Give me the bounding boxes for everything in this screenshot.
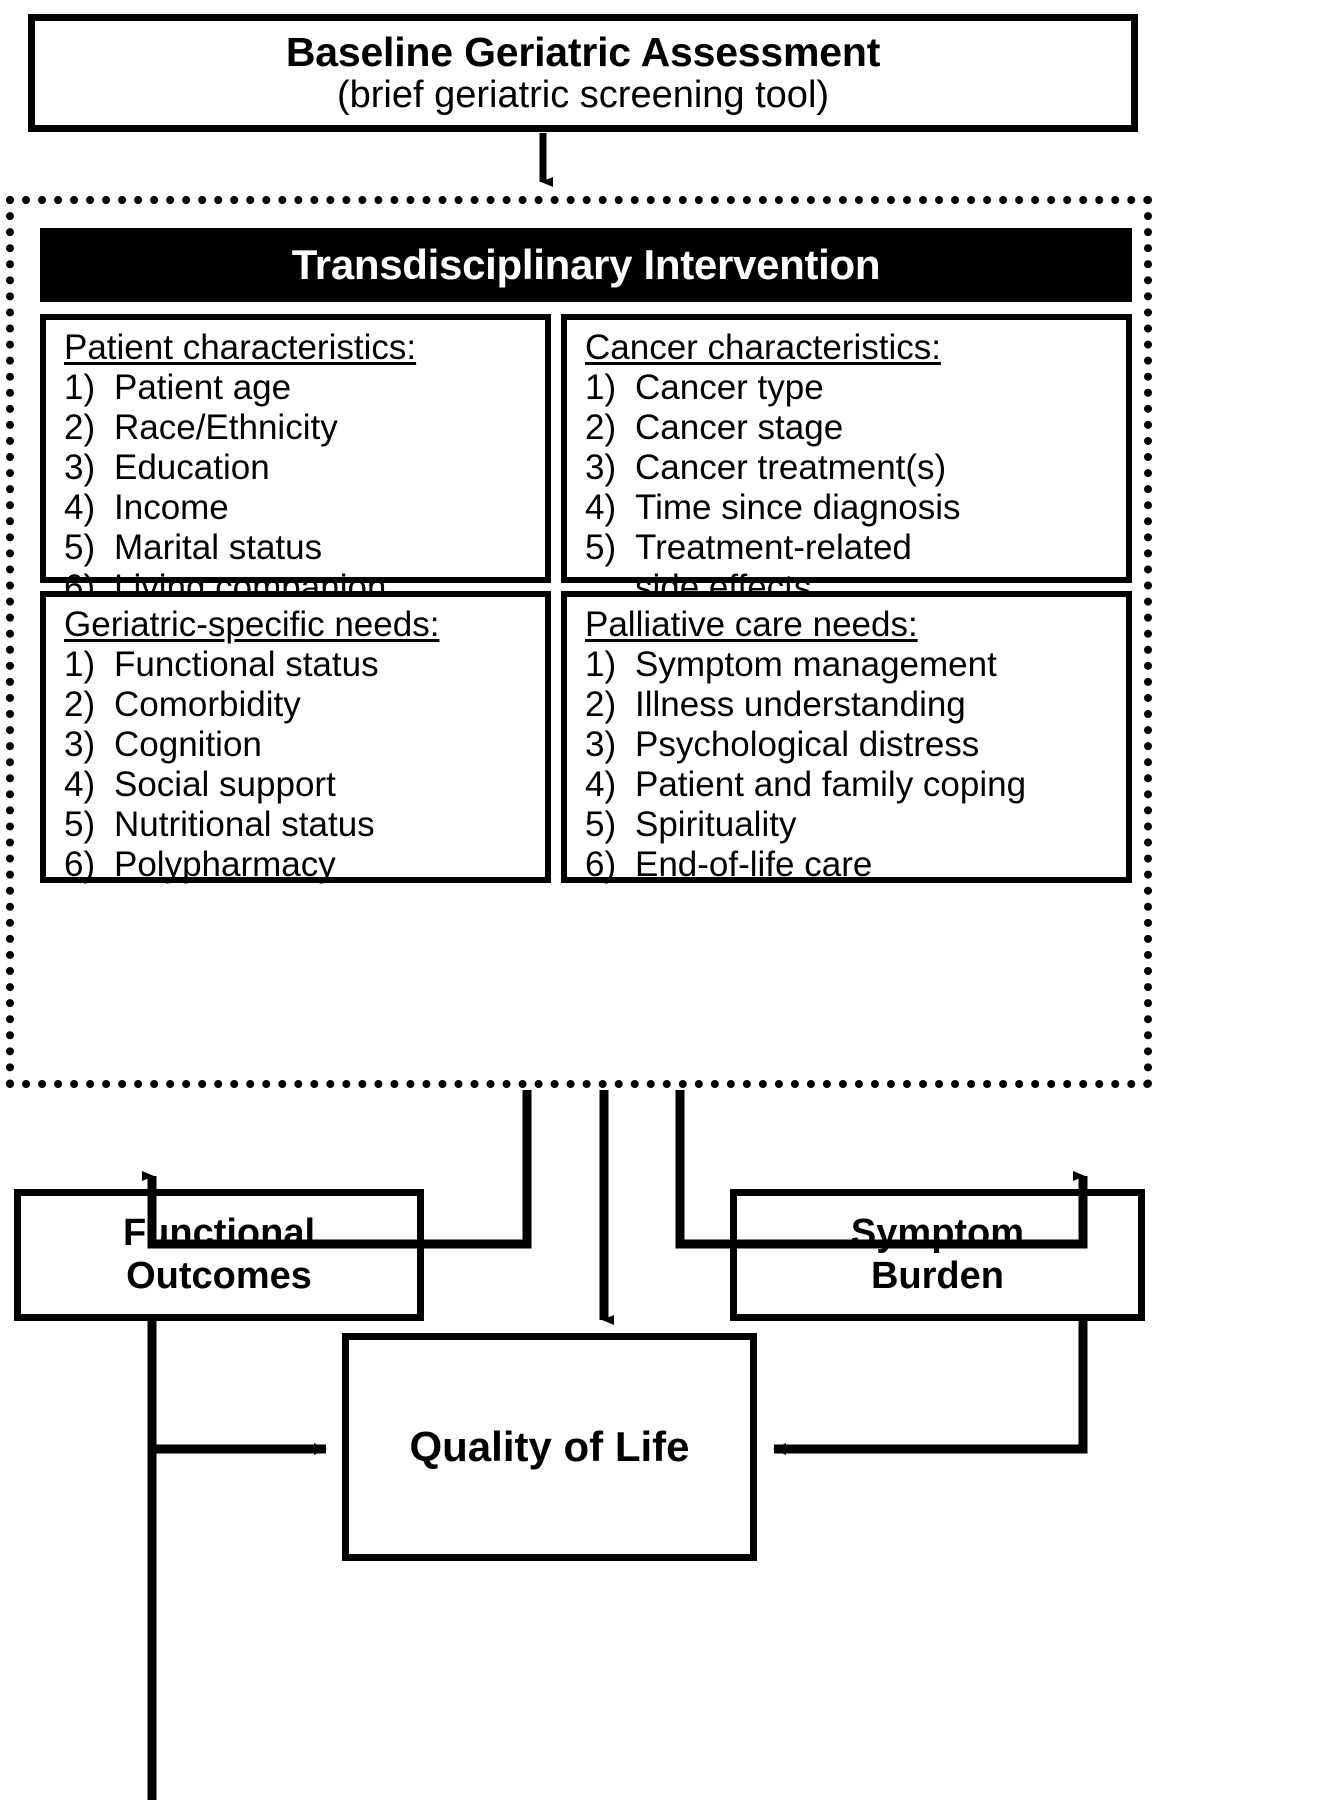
item-text: Time since diagnosis: [635, 487, 961, 527]
item-number: 5): [64, 527, 96, 567]
item-number: 4): [64, 764, 96, 804]
item-text: Patient and family coping: [635, 764, 1027, 804]
item-number: 3): [64, 724, 96, 764]
symptom-burden-line1: Symptom: [850, 1211, 1025, 1254]
item-number: 2): [585, 408, 617, 448]
item-number: 5): [585, 527, 617, 567]
item-number: 2): [585, 685, 617, 725]
arrow-functional-outcomes-to-quality-of-life: [147, 1321, 327, 1800]
item-text: Education: [114, 447, 270, 487]
panel-title-geriatric-specific-needs: Geriatric-specific needs:: [64, 605, 440, 644]
item-number: 1): [585, 368, 617, 408]
item-number: 6): [585, 844, 617, 884]
list-item: 1) Cancer type: [585, 368, 1126, 408]
item-number: 3): [64, 447, 96, 487]
list-item: 6) End-of-life care: [585, 845, 1126, 885]
list-item: 4) Income: [64, 488, 545, 528]
item-text: Symptom management: [635, 645, 997, 685]
list-item: 5) Marital status: [64, 528, 545, 568]
item-text: Social support: [114, 764, 336, 804]
list-item: 2) Comorbidity: [64, 685, 545, 725]
functional-outcomes-label: Functional Outcomes: [123, 1212, 315, 1299]
panel-title-cancer-characteristics: Cancer characteristics:: [585, 328, 941, 367]
list-item: 3) Education: [64, 448, 545, 488]
item-text: Functional status: [114, 645, 379, 685]
list-item: 3) Psychological distress: [585, 725, 1126, 765]
list-cancer-characteristics: 1) Cancer type 2) Cancer stage 3) Cancer…: [585, 368, 1126, 607]
item-number: 1): [585, 645, 617, 685]
panel-title-palliative-care-needs: Palliative care needs:: [585, 605, 918, 644]
item-text: Spirituality: [635, 804, 797, 844]
baseline-assessment-title: Baseline Geriatric Assessment: [285, 28, 881, 75]
item-number: 2): [64, 685, 96, 725]
list-item: 1) Functional status: [64, 645, 545, 685]
panel-geriatric-specific-needs: Geriatric-specific needs: 1) Functional …: [40, 591, 551, 884]
functional-outcomes-line2: Outcomes: [126, 1255, 312, 1297]
symptom-burden-label: Symptom Burden: [851, 1212, 1024, 1299]
list-item: 3) Cognition: [64, 725, 545, 765]
arrow-symptom-burden-to-quality-of-life: [773, 1321, 1088, 1455]
quality-of-life-label: Quality of Life: [409, 1423, 690, 1471]
item-text: Nutritional status: [114, 804, 375, 844]
item-text: Polypharmacy: [114, 844, 336, 884]
list-item: 1) Symptom management: [585, 645, 1126, 685]
symptom-burden-box: Symptom Burden: [730, 1189, 1145, 1321]
item-text: Illness understanding: [635, 685, 966, 725]
list-item: 5) Nutritional status: [64, 805, 545, 845]
item-text: Race/Ethnicity: [114, 408, 338, 448]
item-text: Treatment-related: [635, 527, 912, 567]
list-item: 4) Time since diagnosis: [585, 488, 1126, 528]
list-item: 2) Illness understanding: [585, 685, 1126, 725]
functional-outcomes-line1: Functional: [122, 1211, 316, 1254]
item-number: 5): [585, 804, 617, 844]
symptom-burden-line2: Burden: [870, 1255, 1004, 1297]
list-item: 2) Cancer stage: [585, 408, 1126, 448]
item-text: End-of-life care: [635, 844, 873, 884]
list-palliative-care-needs: 1) Symptom management 2) Illness underst…: [585, 645, 1126, 884]
list-patient-characteristics: 1) Patient age 2) Race/Ethnicity 3) Educ…: [64, 368, 545, 607]
list-item: 1) Patient age: [64, 368, 545, 408]
transdisciplinary-intervention-group: Transdisciplinary Intervention Patient c…: [6, 196, 1152, 1088]
item-number: 4): [585, 764, 617, 804]
baseline-assessment-subtitle: (brief geriatric screening tool): [336, 73, 830, 116]
item-number: 3): [585, 447, 617, 487]
item-text: Income: [114, 487, 229, 527]
item-text: Cancer type: [635, 368, 824, 408]
list-item: 4) Social support: [64, 765, 545, 805]
item-text: Cancer treatment(s): [635, 447, 947, 487]
panel-title-patient-characteristics: Patient characteristics:: [64, 328, 417, 367]
item-text: Marital status: [114, 527, 323, 567]
item-number: 4): [585, 487, 617, 527]
panel-palliative-care-needs: Palliative care needs: 1) Symptom manage…: [561, 591, 1132, 884]
item-number: 1): [64, 368, 96, 408]
functional-outcomes-box: Functional Outcomes: [14, 1189, 424, 1321]
item-text: Patient age: [114, 368, 292, 408]
list-item: 2) Race/Ethnicity: [64, 408, 545, 448]
quality-of-life-box: Quality of Life: [342, 1333, 757, 1561]
list-item: 3) Cancer treatment(s): [585, 448, 1126, 488]
item-text: Psychological distress: [635, 724, 980, 764]
baseline-assessment-box: Baseline Geriatric Assessment (brief ger…: [28, 14, 1138, 132]
list-item: 6) Polypharmacy: [64, 845, 545, 885]
list-item: 4) Patient and family coping: [585, 765, 1126, 805]
panel-cancer-characteristics: Cancer characteristics: 1) Cancer type 2…: [561, 314, 1132, 607]
item-text: Cognition: [114, 724, 262, 764]
transdisciplinary-intervention-header: Transdisciplinary Intervention: [40, 228, 1132, 302]
item-number: 3): [585, 724, 617, 764]
panel-patient-characteristics: Patient characteristics: 1) Patient age …: [40, 314, 551, 607]
item-number: 1): [64, 645, 96, 685]
list-geriatric-specific-needs: 1) Functional status 2) Comorbidity 3) C…: [64, 645, 545, 884]
item-number: 4): [64, 487, 96, 527]
item-number: 2): [64, 408, 96, 448]
item-number: 6): [64, 844, 96, 884]
list-item: 5) Spirituality: [585, 805, 1126, 845]
list-item: 5) Treatment-related: [585, 528, 1126, 568]
item-text: Cancer stage: [635, 408, 844, 448]
item-number: 5): [64, 804, 96, 844]
item-text: Comorbidity: [114, 685, 301, 725]
